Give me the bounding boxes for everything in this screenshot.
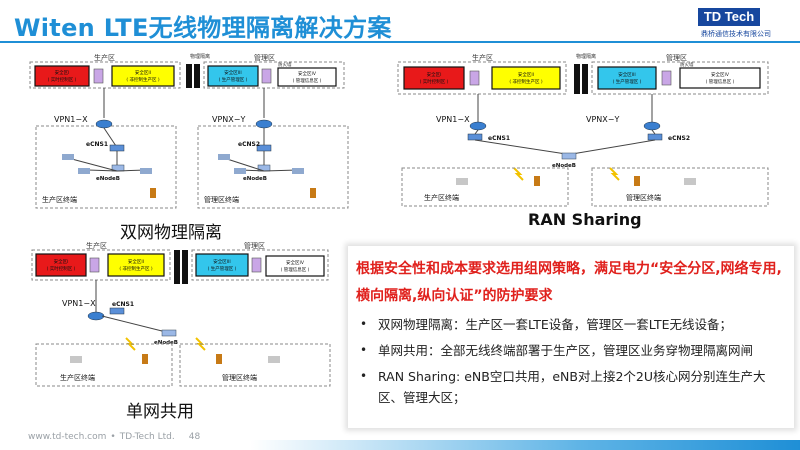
svg-text:安全区III: 安全区III [213, 258, 230, 265]
svg-text:物理隔离: 物理隔离 [190, 53, 210, 60]
bullet-text: 单网共用：全部无线终端部署于生产区，管理区业务穿物理隔离网闸 [378, 343, 754, 358]
dual-network-diagram: 生产区 安全区I ( 实时控制区 ) 安全区II ( 非控制生产区 ) 物理隔离… [28, 50, 358, 210]
svg-text:eNodeB: eNodeB [552, 163, 576, 169]
svg-text:管理区终端: 管理区终端 [626, 193, 661, 202]
svg-text:安全区I: 安全区I [55, 69, 70, 76]
svg-text:防火墙: 防火墙 [278, 61, 292, 68]
production-zone-label: 生产区 [94, 53, 115, 62]
svg-text:( 非控制生产区 ): ( 非控制生产区 ) [509, 78, 543, 85]
svg-text:生产区: 生产区 [86, 241, 107, 250]
svg-text:( 实时控制区 ): ( 实时控制区 ) [420, 78, 449, 85]
management-zone-label: 管理区 [254, 53, 275, 62]
router-icon [95, 119, 113, 129]
zone2-box [111, 65, 175, 87]
ran-sharing-diagram: 生产区 安全区I ( 实时控制区 ) 安全区II ( 非控制生产区 ) 物理隔离… [396, 50, 776, 210]
title-divider [0, 41, 800, 43]
footer-company: TD-Tech Ltd. [119, 432, 175, 442]
svg-text:安全区IV: 安全区IV [711, 71, 730, 78]
svg-text:eNodeB: eNodeB [96, 176, 120, 182]
svg-text:安全区IV: 安全区IV [286, 259, 305, 266]
svg-text:安全区I: 安全区I [54, 258, 69, 265]
isolation-device-icon [186, 64, 192, 88]
strategy-headline: 根据安全性和成本要求选用组网策略，满足电力“安全分区,网络专用,横向隔离,纵向认… [356, 261, 782, 304]
bullet-text: 双网物理隔离：生产区一套LTE设备，管理区一套LTE无线设备； [378, 317, 733, 332]
vpn-right-label: VPNX−Y [212, 115, 245, 124]
svg-text:安全区II: 安全区II [518, 71, 534, 78]
page-title: Witen LTE无线物理隔离解决方案 [14, 14, 392, 42]
shared-enodeb-icon [561, 152, 577, 160]
svg-text:生产区终端: 生产区终端 [42, 195, 77, 204]
firewall-icon [93, 68, 104, 84]
svg-text:eCNS1: eCNS1 [86, 141, 108, 148]
footer-gradient-bar [250, 440, 800, 450]
svg-text:( 非控制生产区 ): ( 非控制生产区 ) [126, 76, 160, 83]
ran-sharing-caption: RAN Sharing [528, 210, 642, 229]
svg-text:物理隔离: 物理隔离 [576, 53, 596, 60]
handset-icon [150, 188, 156, 198]
svg-text:安全区III: 安全区III [618, 71, 635, 78]
svg-text:生产区终端: 生产区终端 [424, 193, 459, 202]
svg-text:eCNS1: eCNS1 [488, 135, 510, 142]
footer-separator: • [110, 432, 116, 442]
svg-text:管理区终端: 管理区终端 [204, 195, 239, 204]
svg-text:eNodeB: eNodeB [154, 340, 178, 346]
svg-text:防火墙: 防火墙 [680, 61, 694, 68]
td-tech-logo: TD Tech 鼎桥通信技术有限公司 [686, 8, 786, 42]
svg-text:( 生产管理区 ): ( 生产管理区 ) [219, 76, 248, 83]
single-network-diagram: 生产区 安全区I ( 实时控制区 ) 安全区II ( 非控制生产区 ) 管理区 … [30, 240, 340, 390]
vpn-left-label: VPN1−X [54, 115, 88, 124]
svg-text:( 生产管理区 ): ( 生产管理区 ) [208, 265, 237, 272]
logo-subtext: 鼎桥通信技术有限公司 [701, 30, 771, 38]
dual-network-caption: 双网物理隔离 [120, 223, 222, 243]
svg-text:( 管理信息区 ): ( 管理信息区 ) [281, 266, 310, 273]
strategy-bullets: • 双网物理隔离：生产区一套LTE设备，管理区一套LTE无线设备； • 单网共用：全… [356, 314, 788, 413]
svg-text:管理区: 管理区 [666, 53, 687, 62]
svg-text:VPN1−X: VPN1−X [436, 115, 470, 124]
wireless-icon [513, 167, 524, 181]
svg-text:VPNX−Y: VPNX−Y [586, 115, 619, 124]
svg-text:安全区III: 安全区III [224, 69, 241, 76]
svg-text:安全区II: 安全区II [128, 258, 144, 265]
svg-text:eNodeB: eNodeB [243, 176, 267, 182]
single-network-caption: 单网共用 [126, 402, 194, 422]
svg-text:( 实时控制区 ): ( 实时控制区 ) [47, 265, 76, 272]
svg-text:生产区终端: 生产区终端 [60, 373, 95, 382]
zone1-box [34, 65, 90, 87]
svg-text:安全区IV: 安全区IV [298, 70, 317, 77]
svg-text:安全区I: 安全区I [427, 71, 442, 78]
logo-mark: TD Tech [698, 8, 760, 26]
page-number: 48 [188, 432, 201, 442]
svg-text:管理区: 管理区 [244, 241, 265, 250]
bullet-icon: • [360, 317, 368, 331]
bullet-icon: • [360, 369, 368, 383]
list-item: • 双网物理隔离：生产区一套LTE设备，管理区一套LTE无线设备； [356, 314, 788, 335]
bullet-icon: • [360, 343, 368, 357]
terminal-icon [62, 154, 74, 160]
list-item: • 单网共用：全部无线终端部署于生产区，管理区业务穿物理隔离网闸 [356, 340, 788, 361]
svg-text:( 管理信息区 ): ( 管理信息区 ) [293, 77, 322, 84]
bullet-text: RAN Sharing: eNB空口共用，eNB对上接2个2U核心网分别连生产大… [378, 369, 766, 405]
svg-text:管理区终端: 管理区终端 [222, 373, 257, 382]
svg-text:( 生产管理区 ): ( 生产管理区 ) [613, 78, 642, 85]
svg-text:eCNS2: eCNS2 [668, 135, 690, 142]
list-item: • RAN Sharing: eNB空口共用，eNB对上接2个2U核心网分别连生产… [356, 366, 788, 408]
svg-text:( 管理信息区 ): ( 管理信息区 ) [706, 78, 735, 85]
svg-text:eCNS1: eCNS1 [112, 301, 134, 308]
footer-url[interactable]: www.td-tech.com [28, 432, 107, 442]
zone4-box [277, 67, 337, 87]
zone3-box [207, 65, 259, 87]
svg-text:生产区: 生产区 [472, 53, 493, 62]
svg-text:eCNS2: eCNS2 [238, 141, 260, 148]
ecns-left-icon [109, 144, 125, 152]
strategy-textbox: 根据安全性和成本要求选用组网策略，满足电力“安全分区,网络专用,横向隔离,纵向认… [348, 246, 794, 428]
svg-text:( 非控制生产区 ): ( 非控制生产区 ) [119, 265, 153, 272]
svg-text:安全区II: 安全区II [135, 69, 151, 76]
svg-text:VPN1−X: VPN1−X [62, 299, 96, 308]
footer: www.td-tech.com•TD-Tech Ltd. 48 [28, 432, 200, 442]
svg-text:( 实时控制区 ): ( 实时控制区 ) [48, 76, 77, 83]
